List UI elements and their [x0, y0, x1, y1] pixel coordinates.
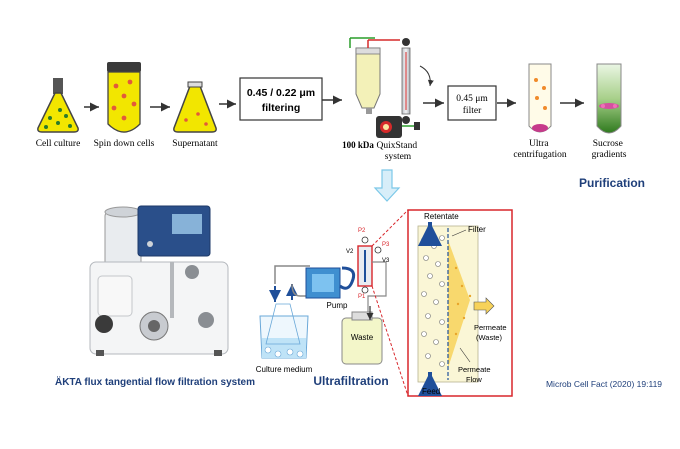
- cell-culture-flask-icon: [37, 78, 79, 133]
- permeate-arrow-icon: [473, 297, 495, 315]
- permeate-flow-pointer: [459, 347, 471, 363]
- supernatant-label: Supernatant: [172, 139, 218, 149]
- supernatant-flask-icon: [173, 81, 217, 133]
- filter-pointer: [451, 229, 467, 237]
- kda-label: 100 kDa: [342, 140, 374, 150]
- ultracentrifugation-label: Ultra centrifugation: [513, 139, 567, 160]
- cell-culture-label: Cell culture: [36, 139, 81, 149]
- akta-flux-machine-image: [89, 205, 229, 356]
- particle-cluster: [421, 235, 445, 367]
- quixstand-label: QuixStand system: [376, 141, 419, 162]
- ultrafiltration-schematic: [259, 236, 387, 365]
- citation-label: Microb Cell Fact (2020) 19:119: [546, 379, 662, 389]
- filter-box-label-line1: 0.45 μm: [456, 94, 488, 104]
- quixstand-system-icon: [349, 37, 434, 138]
- akta-label: ÄKTA flux tangential flow filtration sys…: [55, 375, 255, 388]
- permeate-flow-label: Permeate Flow: [458, 365, 493, 384]
- spin-down-label: Spin down cells: [94, 139, 155, 149]
- filter-box: [447, 85, 497, 121]
- purification-label: Purification: [579, 176, 645, 190]
- culture-medium-label: Culture medium: [256, 365, 313, 374]
- waste-label: Waste: [351, 333, 374, 342]
- ultracentrifuge-tube-icon: [528, 63, 552, 133]
- p1-label: P1: [358, 294, 366, 300]
- sucrose-gradient-tube-icon: [596, 63, 622, 134]
- filter-label: Filter: [468, 225, 486, 234]
- filtering-box: [239, 77, 323, 121]
- retentate-label: Retentate: [424, 212, 459, 221]
- zoom-line-bottom: [371, 285, 409, 397]
- p3-label: P3: [382, 242, 390, 248]
- feed-label: Feed: [422, 387, 440, 396]
- permeate-waste-label: Permeate (Waste): [474, 323, 509, 342]
- sucrose-label: Sucrose gradients: [592, 139, 627, 160]
- spin-down-tube-icon: [107, 62, 141, 133]
- filtering-label-line2: filtering: [262, 102, 301, 114]
- p2-label: P2: [358, 228, 366, 234]
- v2-label: V2: [346, 249, 354, 255]
- ultrafiltration-label: Ultrafiltration: [313, 374, 388, 388]
- zoom-line-top: [371, 209, 409, 247]
- filtering-label-line1: 0.45 / 0.22 μm: [247, 87, 315, 99]
- pump-label: Pump: [327, 301, 348, 310]
- v3-label: V3: [382, 258, 390, 264]
- filter-box-label-line2: filter: [463, 105, 482, 116]
- small-particle-cluster: [454, 266, 472, 336]
- down-arrow-icon: [373, 169, 401, 202]
